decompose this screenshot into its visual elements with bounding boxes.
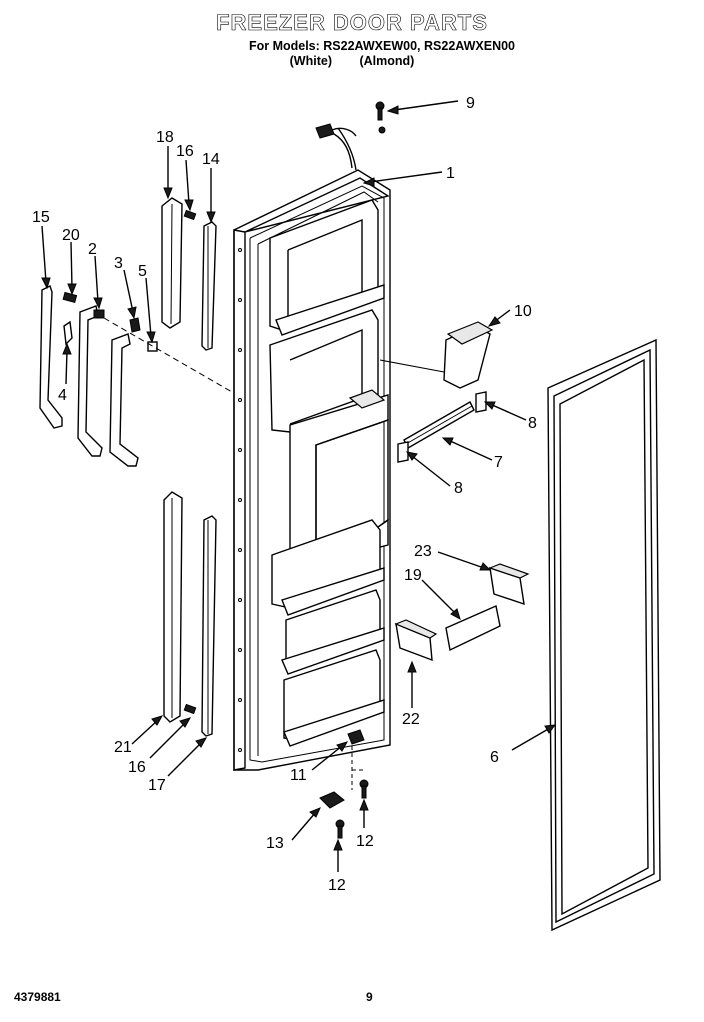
callout-15: 15 [32,209,50,226]
callout-11: 11 [290,767,307,784]
page-title: FREEZER DOOR PARTS [216,10,488,36]
screw-part-12-bottom [335,819,345,839]
ice-chute-part-10 [379,321,494,389]
door-gasket-part-6 [547,338,661,932]
callout-22: 22 [402,711,420,728]
bracket-part-22 [394,619,438,662]
trim-strip-part-17 [201,515,217,737]
callout-2: 2 [88,241,97,258]
callout-23: 23 [414,543,432,560]
callout-8-lower: 8 [454,480,463,497]
callout-13: 13 [266,835,284,852]
rail-part-7 [403,401,475,449]
hinge-bracket-part-13 [319,791,345,809]
callout-16-lower: 16 [128,759,146,776]
screw-part-12-right [359,779,369,799]
handle-trim-part-18 [161,197,183,329]
screw-part-16-upper [183,209,197,221]
callout-12-bottom: 12 [328,877,346,894]
callout-10: 10 [514,303,532,320]
trim-strip-part-14 [201,221,217,351]
callout-1: 1 [446,165,455,182]
callout-5: 5 [138,263,147,280]
color-variants: (White) (Almond) [0,54,704,68]
callout-19: 19 [404,567,422,584]
callout-21: 21 [114,739,132,756]
callout-8-upper: 8 [528,415,537,432]
callout-17: 17 [148,777,166,794]
screw-part-9 [375,101,385,121]
callout-labels: 9 1 18 16 14 15 20 2 3 5 4 10 8 7 8 23 1… [32,95,537,894]
callout-3: 3 [114,255,123,272]
page-number: 9 [366,990,373,1004]
callout-18: 18 [156,129,174,146]
callout-20: 20 [62,227,80,244]
callout-leaders [41,100,557,872]
callout-6: 6 [490,749,499,766]
color-almond: (Almond) [359,54,415,68]
callout-7: 7 [494,454,503,471]
document-part-number: 4379881 [14,990,61,1004]
end-cap-part-8-lower [397,441,409,463]
callout-14: 14 [202,151,220,168]
end-cap-part-8-upper [475,391,487,413]
callout-12-right: 12 [356,833,374,850]
hinge-bushing-part-11 [347,729,365,745]
screw-part-16-lower [183,703,197,715]
callout-4: 4 [58,387,67,404]
panel-part-19 [445,605,501,652]
handle-trim-part-21 [163,491,183,723]
color-white: (White) [289,54,332,68]
callout-16-upper: 16 [176,143,194,160]
bracket-part-23 [488,563,530,606]
model-numbers: For Models: RS22AWXEW00, RS22AWXEN00 [248,39,516,53]
freezer-door-panel [233,123,391,771]
hinge-assembly-upper [39,285,158,467]
callout-9: 9 [466,95,475,112]
